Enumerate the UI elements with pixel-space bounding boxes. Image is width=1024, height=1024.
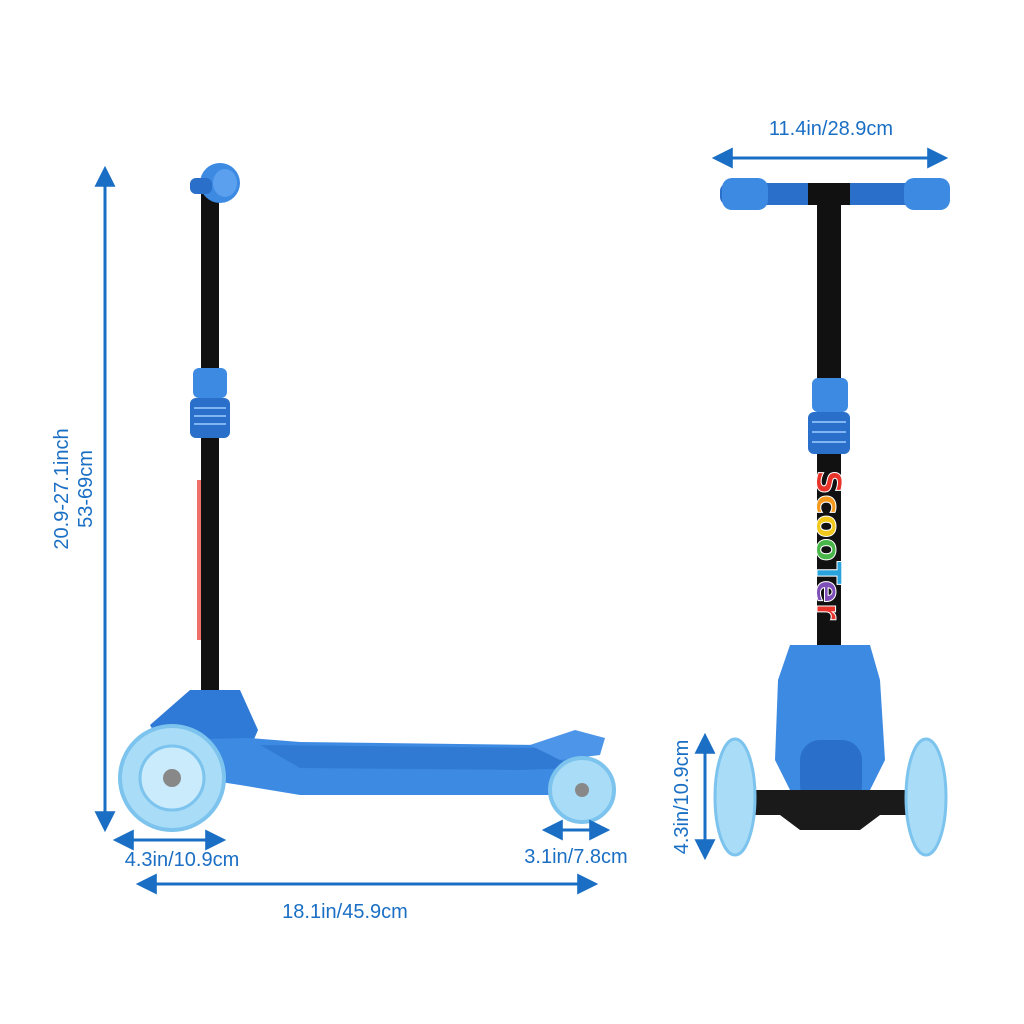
side-front-wheel	[118, 724, 226, 832]
height-cm-label: 53-69cm	[75, 450, 97, 528]
front-wheel-width-label: 4.3in/10.9cm	[125, 849, 240, 871]
side-rear-wheel	[548, 756, 616, 824]
front-view-scooter: ScooTer	[713, 178, 950, 857]
logo-letter: e	[808, 580, 848, 603]
side-pole	[201, 190, 219, 710]
logo-letter: o	[808, 515, 848, 538]
front-right-wheel	[904, 737, 948, 857]
handlebar-width-label: 11.4in/28.9cm	[769, 118, 893, 140]
side-pole-clamp	[190, 368, 230, 438]
dimension-lines	[94, 147, 949, 895]
front-pole	[817, 205, 841, 720]
wheel-height-label: 4.3in/10.9cm	[671, 740, 693, 855]
total-length-label: 18.1in/45.9cm	[282, 901, 408, 923]
side-logo-graphic	[197, 480, 201, 640]
front-left-wheel	[713, 737, 757, 857]
front-handlebar	[720, 178, 950, 210]
logo-letter: S	[808, 470, 848, 495]
logo-letter: c	[808, 495, 848, 515]
svg-text:ScooTer: ScooTer	[808, 470, 848, 620]
front-pole-clamp	[808, 378, 850, 454]
scooter-logo: ScooTer	[808, 470, 849, 621]
side-view-scooter	[118, 163, 616, 832]
height-inch-label: 20.9-27.1inch	[51, 428, 73, 549]
side-rear-brake	[530, 730, 605, 760]
logo-letter: o	[808, 538, 848, 561]
dimension-labels: 20.9-27.1inch 53-69cm 11.4in/28.9cm 4.3i…	[51, 118, 893, 923]
front-deck-bar	[740, 790, 920, 830]
rear-wheel-width-label: 3.1in/7.8cm	[524, 846, 627, 868]
logo-letter: r	[808, 603, 848, 620]
